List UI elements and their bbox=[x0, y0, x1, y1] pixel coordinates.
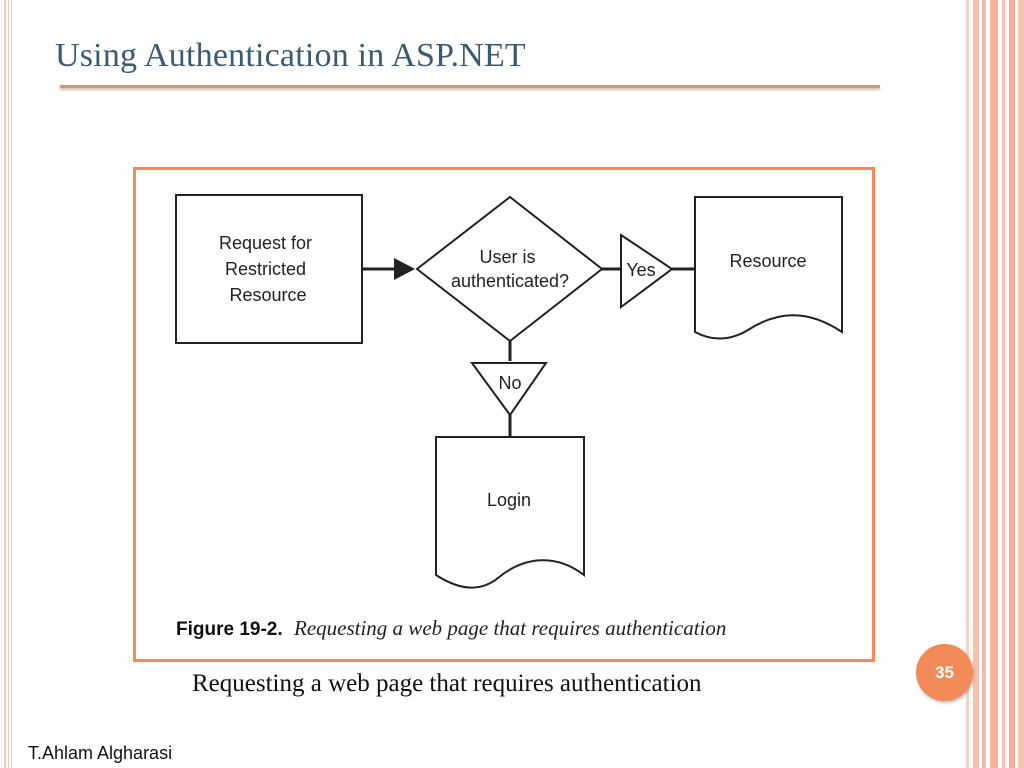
figure-caption-text: Requesting a web page that requires auth… bbox=[293, 616, 726, 640]
slide-caption: Requesting a web page that requires auth… bbox=[192, 670, 702, 697]
no-label: No bbox=[498, 373, 521, 393]
arrowhead bbox=[394, 258, 415, 280]
title-underline bbox=[60, 85, 880, 88]
decision-text: User is authenticated? bbox=[451, 247, 569, 291]
request-box-text: Request for Restricted Resource bbox=[219, 233, 317, 305]
resource-document bbox=[694, 196, 843, 340]
page-number-badge: 35 bbox=[916, 644, 973, 701]
login-document bbox=[435, 436, 585, 589]
flowchart-diagram: Request for Restricted Resource User is … bbox=[175, 194, 843, 640]
left-border-decoration bbox=[0, 0, 20, 768]
no-triangle bbox=[470, 362, 548, 417]
login-label: Login bbox=[487, 490, 531, 510]
yes-label: Yes bbox=[626, 260, 655, 280]
right-border-decoration bbox=[964, 0, 1024, 768]
slide-title: Using Authentication in ASP.NET bbox=[55, 37, 526, 74]
yes-triangle bbox=[620, 233, 674, 309]
decision-diamond bbox=[415, 195, 604, 343]
resource-label: Resource bbox=[729, 251, 806, 271]
author-footer: T.Ahlam Algharasi bbox=[28, 743, 173, 763]
figure-caption-label: Figure 19-2. bbox=[176, 619, 283, 640]
figure-frame: Request for Restricted Resource User is … bbox=[133, 167, 875, 662]
